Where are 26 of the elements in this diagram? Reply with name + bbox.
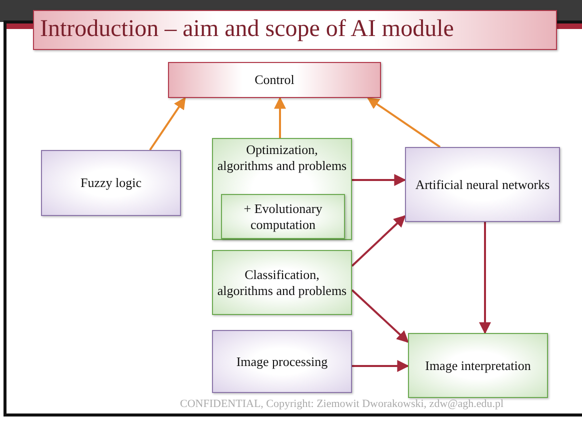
arrow (352, 174, 406, 186)
box-label: Optimization, algorithms and problems (216, 142, 348, 174)
process-box (168, 62, 381, 98)
process-box (212, 250, 352, 315)
process-box (41, 150, 181, 216)
process-box (212, 138, 352, 240)
process-box (408, 333, 548, 398)
box-label: Classification, algorithms and problems (216, 266, 348, 298)
box-label: Image processing (235, 354, 329, 370)
arrow (479, 222, 491, 334)
arrow (367, 97, 441, 148)
slide-title: Introduction – aim and scope of AI module (33, 10, 557, 50)
footer-note: CONFIDENTIAL, Copyright: Ziemowit Dworakowski, zdw@agh.edu.pl (180, 398, 504, 410)
box-label: + Evolutionary computation (242, 200, 324, 232)
arrow (149, 97, 186, 151)
arrow (274, 96, 286, 138)
arrow (351, 215, 406, 267)
process-box (405, 147, 560, 222)
arrow (352, 360, 410, 372)
box-label: Fuzzy logic (79, 175, 142, 191)
process-box (212, 330, 352, 393)
box-label: Image interpretation (424, 358, 532, 374)
process-box (221, 194, 345, 239)
arrow (351, 289, 409, 343)
box-label: Control (254, 72, 296, 88)
box-label: Artificial neural networks (414, 176, 551, 192)
